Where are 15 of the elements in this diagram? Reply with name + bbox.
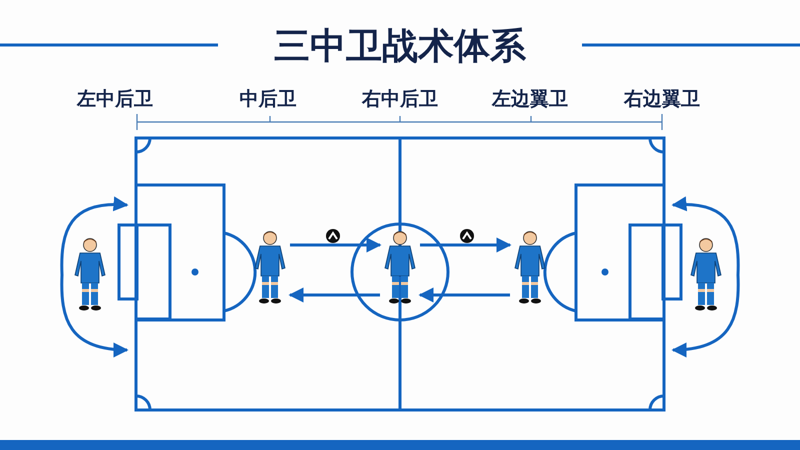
player-figure bbox=[72, 237, 108, 313]
arrow bbox=[288, 288, 380, 302]
position-label: 右中后卫 bbox=[362, 87, 438, 112]
position-label: 右边翼卫 bbox=[624, 87, 700, 112]
position-label: 左边翼卫 bbox=[492, 87, 568, 112]
player-figure bbox=[512, 230, 548, 306]
player-figure bbox=[688, 237, 724, 313]
arrow bbox=[420, 238, 512, 252]
position-label: 左中后卫 bbox=[77, 87, 153, 112]
arrow bbox=[418, 288, 510, 302]
arrow bbox=[290, 238, 382, 252]
player-figure bbox=[382, 230, 418, 306]
player-figure bbox=[252, 230, 288, 306]
title: 三中卫战术体系 bbox=[274, 26, 526, 67]
position-label: 中后卫 bbox=[240, 87, 296, 112]
